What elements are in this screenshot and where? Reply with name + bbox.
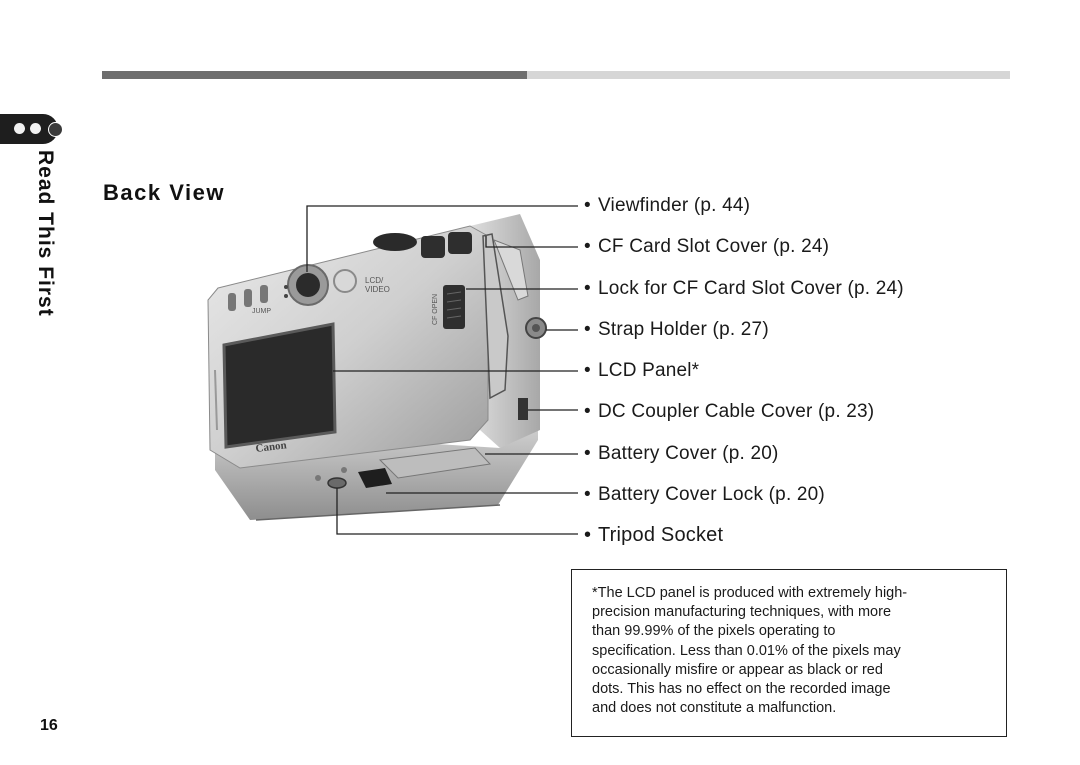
callout-battery-cover-lock: •Battery Cover Lock (p. 20)	[584, 484, 825, 505]
status-led-icon	[284, 285, 288, 289]
callout-viewfinder: •Viewfinder (p. 44)	[584, 195, 751, 216]
chapter-dot-active-icon	[48, 122, 63, 137]
header-rule-light	[527, 71, 1010, 79]
zoom-wide-button	[421, 236, 445, 258]
leader-viewfinder	[306, 205, 578, 272]
leader-tripod-socket	[336, 488, 578, 535]
chapter-dot-icon	[14, 123, 25, 134]
dc-coupler-cover	[518, 398, 528, 420]
lcd-video-label-2: VIDEO	[365, 285, 390, 294]
chapter-label: Read This First	[34, 150, 57, 317]
leader-cf-card-slot-cover	[485, 236, 578, 248]
callout-battery-cover: •Battery Cover (p. 20)	[584, 443, 779, 464]
tripod-socket-icon	[327, 477, 347, 489]
set-button	[244, 289, 252, 307]
callout-lcd-panel: •LCD Panel*	[584, 360, 700, 381]
mode-dial-icon	[373, 233, 417, 251]
battery-cover	[378, 447, 492, 479]
lcd-video-label: LCD/	[365, 276, 384, 285]
zoom-tele-button	[448, 232, 472, 254]
callout-strap-holder: •Strap Holder (p. 27)	[584, 319, 769, 340]
callout-tripod-socket: •Tripod Socket	[584, 524, 724, 546]
indicator-lamp-icon	[333, 269, 357, 293]
chapter-dot-icon	[30, 123, 41, 134]
callout-dc-coupler: •DC Coupler Cable Cover (p. 23)	[584, 401, 875, 422]
callout-cf-lock: •Lock for CF Card Slot Cover (p. 24)	[584, 278, 904, 299]
section-title: Back View	[103, 180, 225, 205]
battery-cover-lock	[358, 468, 392, 488]
header-rule	[102, 71, 1010, 79]
viewfinder-eyepiece-icon	[296, 273, 320, 297]
footnote-text: *The LCD panel is produced with extremel…	[592, 585, 908, 717]
footnote-box: *The LCD panel is produced with extremel…	[571, 569, 1007, 737]
menu-button	[228, 293, 236, 311]
status-led-icon	[284, 294, 288, 298]
lcd-panel	[222, 322, 337, 449]
callout-cf-card-slot-cover: •CF Card Slot Cover (p. 24)	[584, 236, 830, 257]
brand-logo: Canon	[255, 439, 287, 455]
jump-button	[260, 285, 268, 303]
cf-lock-slider	[443, 285, 465, 329]
cf-open-label: CF OPEN	[432, 294, 439, 325]
jump-label: JUMP	[252, 308, 271, 315]
page-number: 16	[40, 717, 58, 734]
header-rule-dark	[102, 71, 527, 79]
callout-leaders	[306, 205, 578, 535]
